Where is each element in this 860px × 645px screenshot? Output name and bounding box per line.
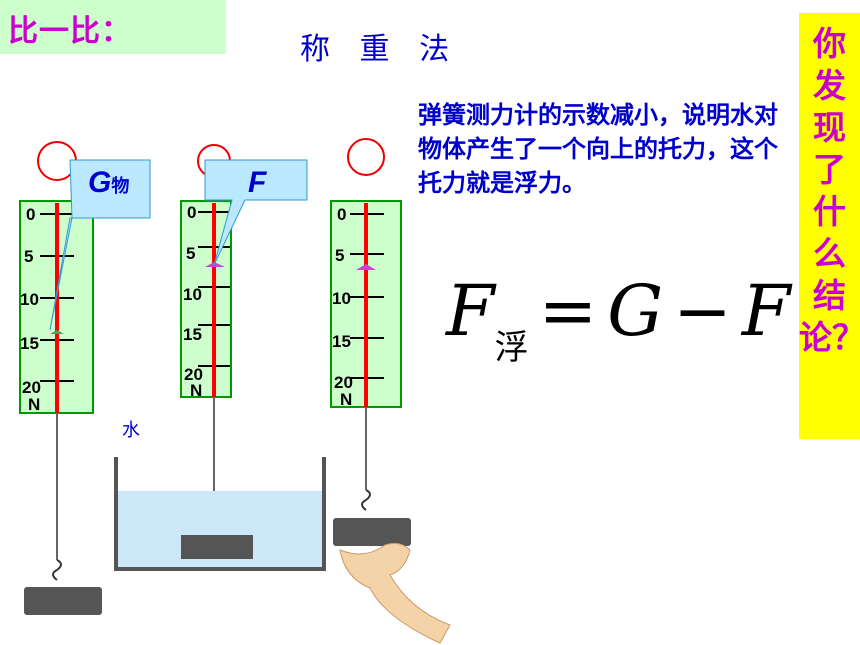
side-char: 现 bbox=[813, 108, 846, 147]
formula-g: G bbox=[607, 270, 664, 352]
side-char: 论？ bbox=[799, 318, 860, 357]
explanation-text: 弹簧测力计的示数减小，说明水对物体产生了一个向上的托力，这个托力就是浮力。 bbox=[418, 101, 778, 197]
section-tag: 比一比： bbox=[0, 0, 226, 54]
scale-ring bbox=[347, 138, 385, 176]
page-title: 称 重 法 bbox=[300, 32, 460, 67]
tick-label: 5 bbox=[186, 244, 196, 263]
hook-icon bbox=[52, 559, 62, 581]
tick-label: 0 bbox=[26, 205, 36, 224]
callout-f: F bbox=[248, 166, 267, 199]
formula-f: F bbox=[446, 270, 495, 352]
hand-icon bbox=[339, 542, 451, 644]
formula-sub: 浮 bbox=[494, 328, 529, 368]
scale-pointer bbox=[205, 262, 225, 267]
callout-bubble bbox=[204, 159, 308, 266]
callout-g-label: G bbox=[88, 166, 112, 199]
tick-label: 10 bbox=[332, 289, 351, 308]
tick-label: N bbox=[28, 395, 41, 414]
formula-minus: − bbox=[673, 270, 732, 352]
tick-label: N bbox=[340, 390, 353, 409]
tick-label: 20 bbox=[184, 365, 203, 384]
tick-label: 15 bbox=[332, 332, 351, 351]
tick-label: 0 bbox=[337, 205, 347, 224]
formula-equals: = bbox=[538, 270, 598, 352]
tick-label: 0 bbox=[187, 203, 197, 222]
side-char: 发 bbox=[813, 66, 846, 105]
water-label: 水 bbox=[122, 420, 140, 441]
callout-g: G物 bbox=[88, 166, 129, 200]
tick-label: 20 bbox=[334, 373, 353, 392]
submerged-block bbox=[181, 535, 253, 559]
lifted-block bbox=[333, 518, 411, 546]
tick-label: 5 bbox=[335, 246, 345, 265]
section-tag-label: 比一比： bbox=[8, 14, 132, 49]
callout-bubble bbox=[49, 159, 151, 331]
water-tank bbox=[114, 457, 326, 571]
callout-g-sub: 物 bbox=[111, 176, 130, 196]
tick-label: 15 bbox=[183, 325, 202, 344]
spring-scale-3 bbox=[330, 138, 451, 644]
scale-pointer bbox=[50, 330, 64, 334]
side-char: 么 bbox=[813, 234, 846, 273]
tick-label: N bbox=[190, 381, 203, 400]
tick-label: 20 bbox=[22, 378, 41, 397]
spring-scale-1 bbox=[19, 141, 151, 615]
side-question-box: 你 发 现 了 什 么 结 论？ bbox=[799, 13, 860, 439]
hook-icon bbox=[361, 489, 371, 511]
side-char: 什 bbox=[813, 192, 846, 231]
tick-label: 15 bbox=[20, 334, 39, 353]
formula-f2: F bbox=[741, 270, 791, 352]
spring-scale-2 bbox=[180, 144, 308, 531]
tick-label: 5 bbox=[24, 247, 34, 266]
tank-walls bbox=[114, 457, 326, 571]
buoyancy-formula: F浮=G−F bbox=[446, 270, 790, 369]
tick-label: 10 bbox=[183, 285, 202, 304]
side-char: 结 bbox=[813, 276, 846, 315]
side-char: 你 bbox=[813, 24, 846, 63]
side-char: 了 bbox=[813, 150, 846, 189]
tick-label: 10 bbox=[20, 290, 39, 309]
side-question-text: 你 发 现 了 什 么 结 论？ bbox=[799, 23, 860, 359]
scale-pointer bbox=[356, 264, 376, 270]
weight-block bbox=[24, 587, 102, 615]
